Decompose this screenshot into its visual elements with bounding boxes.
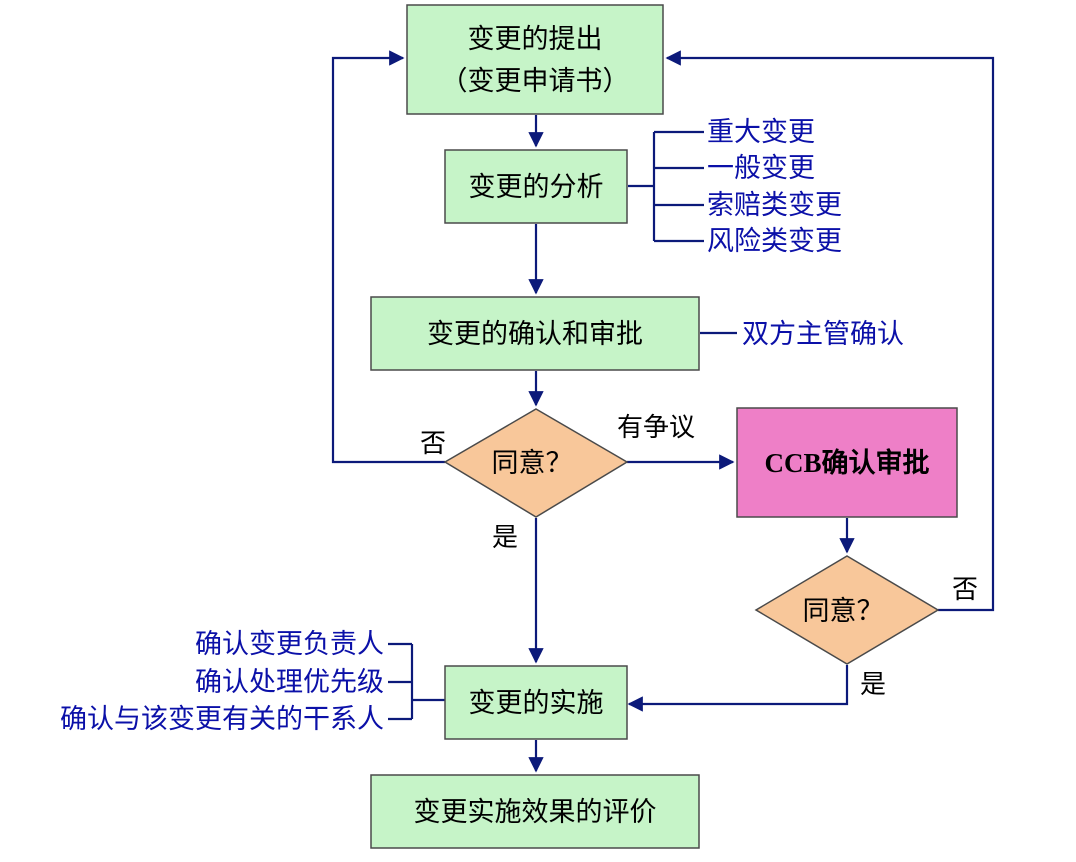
- analysis-category: 索赔类变更: [707, 190, 842, 221]
- edge-label-ccb-yes: 是: [860, 670, 886, 700]
- analysis-categories: 重大变更 一般变更 索赔类变更 风险类变更: [707, 117, 842, 257]
- confirm-approve-label: 变更的确认和审批: [427, 319, 643, 350]
- implementation-box: 变更的实施: [444, 665, 628, 740]
- analysis-category: 重大变更: [707, 117, 815, 148]
- ccb-approve-label: CCB确认审批: [764, 447, 929, 478]
- confirm-note: 双方主管确认: [742, 319, 904, 350]
- implementation-note: 确认处理优先级: [195, 667, 384, 698]
- evaluation-label: 变更实施效果的评价: [414, 797, 657, 828]
- confirm-approve-box: 变更的确认和审批: [370, 296, 700, 371]
- agree-decision: 同意？: [443, 408, 629, 518]
- edge-ccb-no-to-proposal: [665, 50, 995, 612]
- implementation-note: 确认变更负责人: [195, 629, 384, 660]
- edge-label-ccb-no: 否: [952, 575, 978, 605]
- ccb-approve-box: CCB确认审批: [736, 407, 958, 518]
- implementation-notes: 确认变更负责人 确认处理优先级 确认与该变更有关的干系人: [60, 629, 384, 735]
- confirm-approve-box-shape: [370, 296, 700, 371]
- analysis-label: 变更的分析: [469, 172, 604, 203]
- edge-decision-no-to-proposal: [331, 50, 445, 464]
- agree-decision-label: 同意？: [492, 448, 573, 479]
- ccb-agree-decision-label: 同意？: [803, 596, 884, 627]
- agree-decision-shape: [443, 408, 629, 518]
- proposal-subtitle: （变更申请书）: [441, 66, 630, 97]
- edge-label-agree-dispute: 有争议: [617, 413, 695, 443]
- implementation-note: 确认与该变更有关的干系人: [60, 704, 384, 735]
- edge-label-agree-yes: 是: [492, 523, 518, 553]
- analysis-box: 变更的分析: [444, 149, 628, 224]
- proposal-title: 变更的提出: [468, 24, 603, 55]
- evaluation-box: 变更实施效果的评价: [370, 774, 700, 849]
- evaluation-box-shape: [370, 774, 700, 849]
- ccb-agree-decision-shape: [754, 555, 940, 665]
- connectors: [331, 50, 995, 773]
- edge-label-agree-no: 否: [420, 429, 446, 459]
- ccb-approve-box-shape: [736, 407, 958, 518]
- analysis-box-shape: [444, 149, 628, 224]
- implementation-box-shape: [444, 665, 628, 740]
- analysis-category: 一般变更: [707, 153, 815, 184]
- implementation-label: 变更的实施: [469, 688, 604, 719]
- analysis-category: 风险类变更: [707, 226, 842, 257]
- edge-ccb-yes-to-implementation: [627, 665, 849, 712]
- proposal-box-shape: [406, 4, 664, 115]
- ccb-agree-decision: 同意？: [754, 555, 940, 665]
- proposal-box: 变更的提出 （变更申请书）: [406, 4, 664, 115]
